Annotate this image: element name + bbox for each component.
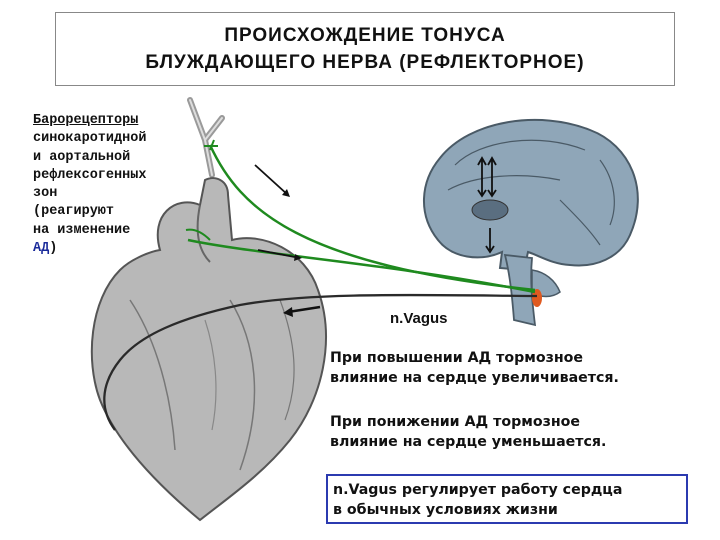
baroreceptors-line: на изменение [33,222,131,238]
decrease-line-1: При понижении АД тормозное [330,414,581,430]
summary-line-2: в обычных условиях жизни [333,502,558,518]
summary-line-1: n.Vagus регулирует работу сердца [333,482,623,498]
baroreceptors-line: (реагируют [33,204,115,220]
increase-note: При повышении АД тормозное влияние на се… [330,348,710,388]
decrease-line-2: влияние на сердце уменьшается. [330,434,607,450]
vagus-nerve-label: n.Vagus [390,310,448,327]
efferent-fibre [103,293,538,431]
signal-direction-arrows [254,164,321,317]
baroreceptors-line: зон [33,186,58,202]
title-line-2: БЛУЖДАЮЩЕГО НЕРВА (РЕФЛЕКТОРНОЕ) [145,52,585,73]
afferent-fibres [185,139,536,294]
increase-line-2: влияние на сердце увеличивается. [330,370,619,386]
blood-pressure-abbr: АД [33,241,50,257]
baroreceptors-line: и аортальной [33,149,131,165]
decrease-note: При понижении АД тормозное влияние на се… [330,412,710,452]
vagus-nucleus [532,289,542,307]
baroreceptors-line: рефлексогенных [33,167,147,183]
brain-illustration [423,118,639,327]
title-box: ПРОИСХОЖДЕНИЕ ТОНУСА БЛУЖДАЮЩЕГО НЕРВА (… [55,12,675,86]
baroreceptors-label: Барорецепторы синокаротидной и аортально… [33,112,213,258]
summary-box: n.Vagus регулирует работу сердца в обычн… [326,474,688,524]
baroreceptors-heading: Барорецепторы [33,113,139,128]
heart-illustration [90,177,327,522]
title-line-1: ПРОИСХОЖДЕНИЕ ТОНУСА [224,25,506,46]
increase-line-1: При повышении АД тормозное [330,350,584,366]
closing-paren: ) [49,241,58,257]
baroreceptors-line-last: АД) [33,240,213,258]
baroreceptors-line: синокаротидной [33,131,147,147]
